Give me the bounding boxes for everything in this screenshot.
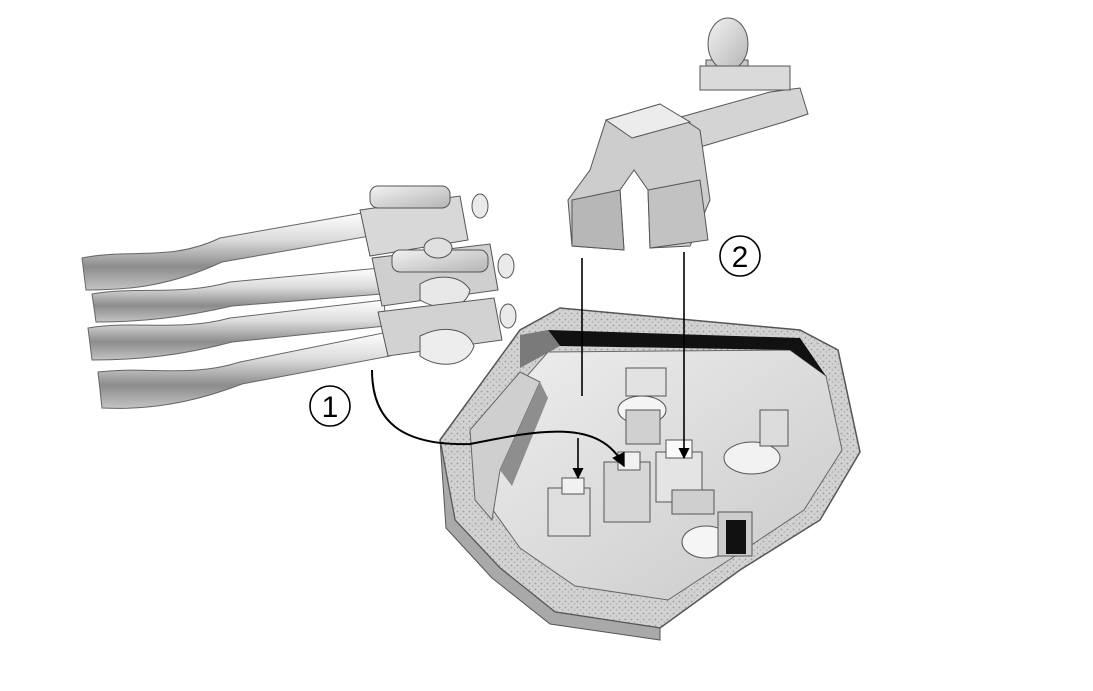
hose-module — [81, 185, 517, 409]
connector-block-bottom — [377, 297, 517, 365]
step-1-indicator: 1 — [309, 369, 625, 480]
connector-block-middle — [371, 237, 515, 308]
housing-back-wall — [548, 330, 826, 376]
socket-left — [547, 477, 591, 537]
step-2-indicator: 2 — [581, 235, 761, 460]
post-top — [617, 367, 667, 445]
step-1-arrow — [371, 369, 625, 468]
socket-right — [655, 439, 715, 515]
housing-base — [439, 307, 861, 641]
bracket-arm — [567, 17, 809, 251]
post-front — [681, 511, 753, 559]
socket-center — [603, 451, 651, 523]
post-right — [723, 409, 789, 475]
bracket-arm-knob — [707, 17, 749, 71]
step-2-number: 2 — [732, 241, 749, 274]
step-1-number: 1 — [322, 391, 339, 424]
step-1-badge — [309, 385, 351, 427]
housing-outer-wall — [439, 439, 661, 641]
step-2-badge — [719, 235, 761, 277]
